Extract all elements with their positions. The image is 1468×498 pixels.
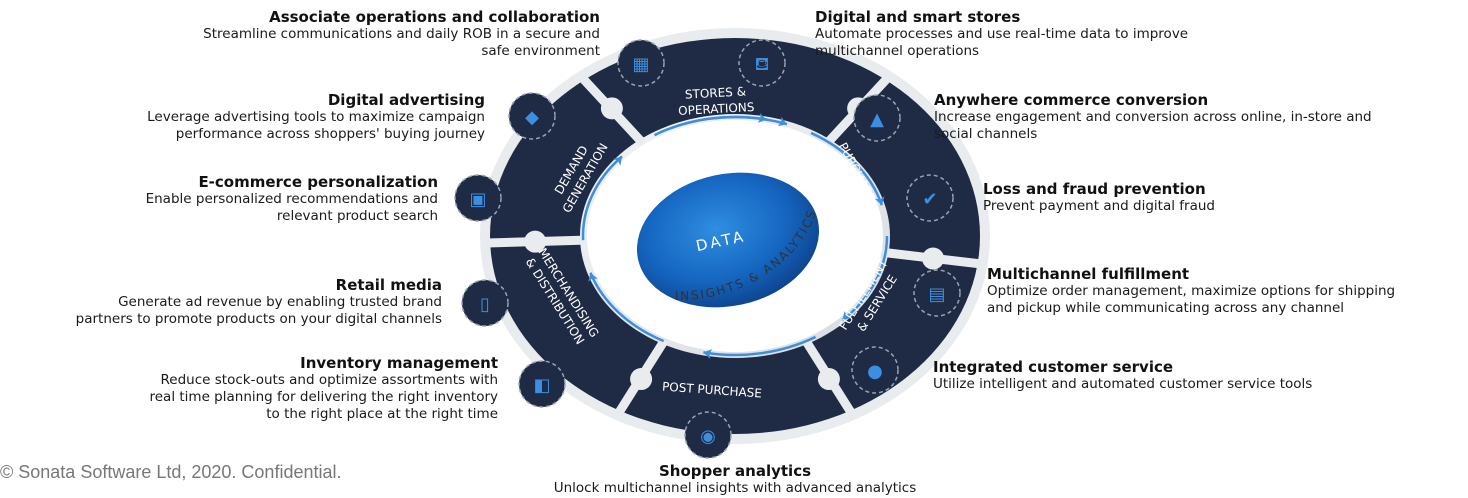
flow-arc — [703, 335, 817, 357]
megaphone-person-icon: ◆ — [508, 92, 556, 140]
svg-text:✔: ✔ — [922, 189, 937, 210]
svg-text:●: ● — [867, 361, 883, 382]
agent-headset-icon: ● — [851, 346, 899, 394]
feature-desc-line: to the right place at the right time — [266, 406, 498, 422]
segment-post: POST PURCHASE — [662, 380, 763, 401]
svg-text:▯: ▯ — [480, 294, 490, 315]
feature-desc-line: Streamline communications and daily ROB … — [203, 26, 600, 42]
feature-digital-smart-stores: Digital and smart stores Automate proces… — [815, 8, 1375, 60]
flow-arc — [589, 272, 665, 343]
data-core — [636, 172, 820, 308]
tablet-cart-icon: ▣ — [454, 174, 502, 222]
puzzle-notch — [922, 247, 945, 270]
feature-title: Digital advertising — [327, 91, 485, 109]
svg-text:▲: ▲ — [870, 109, 884, 130]
feature-inventory-management: Inventory management Reduce stock-outs a… — [0, 354, 499, 423]
feature-title: Shopper analytics — [658, 462, 812, 480]
feature-title: Multichannel fulfillment — [987, 265, 1190, 283]
segment-stores: STORES &OPERATIONS — [678, 84, 755, 118]
segment-label: POST PURCHASE — [662, 380, 763, 401]
mobile-broadcast-icon: ▯ — [461, 279, 509, 327]
flow-arc — [841, 235, 889, 322]
feature-desc-line: Reduce stock-outs and optimize assortmen… — [160, 372, 498, 388]
feature-title: E-commerce personalization — [198, 173, 438, 191]
puzzle-notch — [817, 368, 840, 391]
feature-shopper-analytics: Shopper analytics Unlock multichannel in… — [435, 462, 1035, 497]
feature-desc-line: relevant product search — [276, 208, 438, 224]
feature-digital-advertising: Digital advertising Leverage advertising… — [0, 91, 485, 143]
segment-label: OPERATIONS — [678, 100, 755, 118]
shield-check-icon: ✔ — [906, 174, 954, 222]
feature-icons: ▦ ⛾ ◆ ▲ ▣ ✔ ▯ ▤ ◧ ● ◉ — [454, 39, 961, 459]
flow-arrowhead — [588, 272, 598, 282]
feature-desc-line: Increase engagement and conversion acros… — [934, 109, 1372, 125]
flow-arc — [810, 131, 884, 206]
flow-arrowhead — [777, 116, 787, 127]
feature-desc-line: Utilize intelligent and automated custom… — [933, 376, 1313, 392]
svg-text:⛾: ⛾ — [755, 54, 770, 75]
growth-chart-icon: ▲ — [853, 94, 901, 142]
cart-box-icon: ◧ — [518, 360, 566, 408]
feature-desc-line: partners to promote products on your dig… — [75, 311, 442, 327]
feature-desc-line: social channels — [934, 126, 1038, 142]
feature-desc-line: Automate processes and use real-time dat… — [815, 26, 1189, 42]
flow-arrowhead — [703, 349, 713, 359]
feature-title: Retail media — [335, 276, 442, 294]
feature-loss-fraud: Loss and fraud prevention Prevent paymen… — [983, 180, 1468, 215]
feature-title: Integrated customer service — [933, 358, 1174, 376]
svg-text:▦: ▦ — [632, 54, 649, 75]
flow-arc — [581, 155, 623, 241]
svg-text:◆: ◆ — [525, 107, 539, 128]
puzzle-notch — [630, 368, 653, 391]
feature-desc-line: performance across shoppers' buying jour… — [175, 126, 485, 142]
puzzle-notch — [600, 97, 623, 120]
flow-arrowhead — [874, 196, 885, 206]
feature-ecommerce-personalization: E-commerce personalization Enable person… — [0, 173, 438, 225]
flow-arrowhead — [842, 310, 852, 321]
svg-text:▣: ▣ — [469, 189, 486, 210]
feature-desc-line: Unlock multichannel insights with advanc… — [553, 480, 917, 496]
flow-arc — [653, 115, 767, 137]
feature-desc-line: Leverage advertising tools to maximize c… — [147, 109, 485, 125]
feature-integrated-customer-service: Integrated customer service Utilize inte… — [933, 358, 1468, 393]
calendar-people-icon: ▦ — [617, 39, 665, 87]
feature-title: Anywhere commerce conversion — [934, 91, 1209, 109]
feature-multichannel-fulfillment: Multichannel fulfillment Optimize order … — [987, 265, 1465, 317]
flow-arrows — [581, 113, 889, 359]
feature-anywhere-commerce: Anywhere commerce conversion Increase en… — [934, 91, 1464, 143]
package-icon: ▤ — [913, 269, 961, 317]
flow-arrowhead — [757, 113, 767, 123]
feature-desc-line: real time planning for delivering the ri… — [149, 389, 499, 405]
feature-title: Digital and smart stores — [815, 8, 1021, 26]
feature-associate-operations: Associate operations and collaboration S… — [40, 8, 600, 60]
puzzle-notch — [524, 230, 547, 253]
segment-label: STORES & — [685, 84, 747, 101]
feature-title: Inventory management — [300, 354, 498, 372]
feature-desc-line: Prevent payment and digital fraud — [983, 198, 1215, 214]
feature-title: Loss and fraud prevention — [983, 180, 1206, 198]
shopping-bag-icon: ⛾ — [738, 39, 786, 87]
svg-text:◧: ◧ — [533, 375, 550, 396]
feature-desc-line: Enable personalized recommendations and — [145, 191, 438, 207]
feature-desc-line: safe environment — [481, 43, 600, 59]
feature-desc-line: Optimize order management, maximize opti… — [987, 283, 1396, 299]
feature-desc-line: and pickup while communicating across an… — [987, 300, 1345, 316]
feature-retail-media: Retail media Generate ad revenue by enab… — [0, 276, 442, 328]
svg-text:◉: ◉ — [700, 426, 716, 447]
feature-desc-line: multichannel operations — [815, 43, 980, 59]
feature-desc-line: Generate ad revenue by enabling trusted … — [118, 294, 442, 310]
segment-separators — [483, 72, 986, 419]
flow-arrowhead — [612, 156, 623, 166]
feature-title: Associate operations and collaboration — [269, 8, 600, 26]
svg-text:▤: ▤ — [928, 284, 945, 305]
report-search-icon: ◉ — [684, 411, 732, 459]
copyright-footer: © Sonata Software Ltd, 2020. Confidentia… — [0, 462, 342, 482]
